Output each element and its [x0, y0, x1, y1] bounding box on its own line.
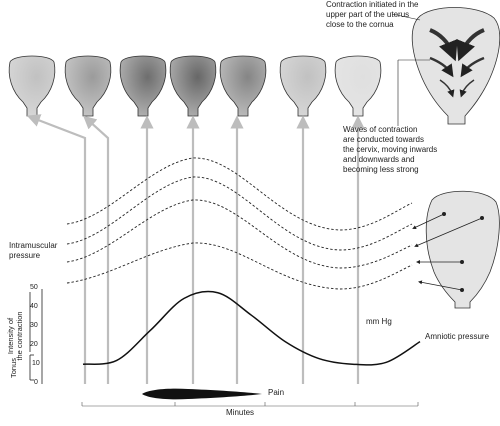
tonus-label: Tonus: [9, 357, 18, 378]
y-tick-label: 0: [34, 379, 38, 386]
leader-line-top: [391, 13, 421, 21]
y-tick-label: 30: [30, 322, 38, 329]
uterus-shape: [169, 55, 217, 117]
y-tick-label: 50: [30, 284, 38, 291]
pain-label: Pain: [268, 388, 285, 397]
y-tick-label: 20: [30, 341, 38, 348]
minutes-axis: [81, 402, 419, 407]
amniotic-pressure-curve: [82, 290, 421, 366]
uterus-large-top: [411, 7, 500, 125]
contraction-waves-note: Waves of contraction are conducted towar…: [343, 125, 438, 174]
minutes-label: Minutes: [226, 408, 255, 417]
timing-arrow: [83, 115, 110, 384]
uterus-shape: [279, 55, 327, 117]
uterus-large-bottom: [412, 190, 500, 309]
intramuscular-pressure-wave: [66, 242, 413, 290]
intramuscular-pressure-wave: [66, 199, 413, 269]
intramuscular-pressure-label: Intramuscular pressure: [9, 241, 58, 260]
intramuscular-pressure-wave: [66, 157, 413, 231]
uterus-shape: [219, 55, 267, 117]
intramuscular-pressure-waves: [66, 157, 413, 290]
uterus-shape: [64, 55, 112, 117]
y-tick-label: 40: [30, 303, 38, 310]
pain-shape: [142, 388, 262, 400]
y-tick-label: 10: [32, 360, 40, 367]
timing-arrows: [26, 114, 365, 384]
mmhg-label: mm Hg: [366, 317, 392, 326]
uterus-row: [8, 55, 382, 117]
intramuscular-pressure-wave: [66, 176, 413, 251]
uterus-shape: [119, 55, 167, 117]
contraction-start-note: Contraction initiated in the upper part …: [326, 0, 419, 29]
uterus-shape: [8, 55, 56, 117]
uterus-shape: [334, 55, 382, 117]
y-axis: [29, 289, 43, 384]
timing-arrow: [26, 114, 87, 384]
amniotic-pressure-label: Amniotic pressure: [425, 332, 490, 341]
